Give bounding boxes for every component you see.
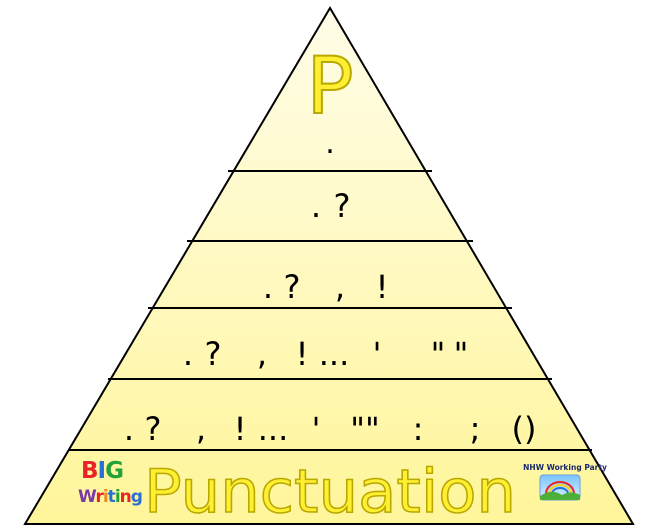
rainbow-landscape-icon [539, 474, 581, 501]
pyramid-level-3: . ? , ! [263, 268, 389, 306]
level-5-mark-question: ? [145, 410, 162, 448]
level-3-mark-exclamation: ! [376, 268, 389, 306]
level-2-mark-question: ? [334, 187, 351, 225]
credit-text: NHW Working Party [523, 463, 607, 472]
level-5-mark-apostrophe: ' [312, 410, 321, 448]
level-3-mark-comma: , [335, 268, 345, 306]
level-5-mark-colon: : [413, 410, 424, 448]
level-3-mark-period: . [263, 268, 273, 306]
level-5-mark-exclamation: ! [234, 410, 247, 448]
pyramid-level-1: . [325, 126, 335, 161]
level-2-mark-period: . [311, 187, 321, 225]
level-5-mark-period: . [124, 410, 134, 448]
level-4-mark-quote-close: " [454, 335, 469, 373]
level-4-mark-quote-open: " [431, 335, 446, 373]
level-5-mark-ellipsis: ... [258, 410, 289, 448]
level-1-mark-period: . [325, 126, 335, 161]
pyramid-shape [23, 6, 635, 525]
logo-line-2: Writing [78, 487, 142, 507]
level-5-mark-quotes: "" [350, 410, 379, 448]
level-5-mark-semicolon: ; [470, 410, 481, 448]
logo-line-1: BIG [81, 458, 123, 484]
pyramid-level-4: . ? , ! ... ' " " [183, 335, 468, 373]
base-title: Punctuation [144, 457, 516, 527]
level-4-mark-comma: , [257, 335, 267, 373]
level-4-mark-question: ? [205, 335, 222, 373]
level-4-mark-exclamation: ! [296, 335, 309, 373]
level-4-mark-apostrophe: ' [373, 335, 382, 373]
level-4-mark-ellipsis: ... [319, 335, 350, 373]
pyramid-dividers [68, 170, 592, 451]
level-5-mark-parentheses: () [512, 410, 537, 448]
level-4-mark-period: . [183, 335, 193, 373]
apex-letter: P [306, 42, 353, 132]
level-5-mark-comma: , [196, 410, 206, 448]
big-writing-logo: BIG Writing [78, 458, 143, 507]
pyramid-level-5: . ? , ! ... ' "" : ; () [124, 410, 537, 448]
level-3-mark-question: ? [284, 268, 301, 306]
pyramid-level-2: . ? [311, 187, 351, 225]
